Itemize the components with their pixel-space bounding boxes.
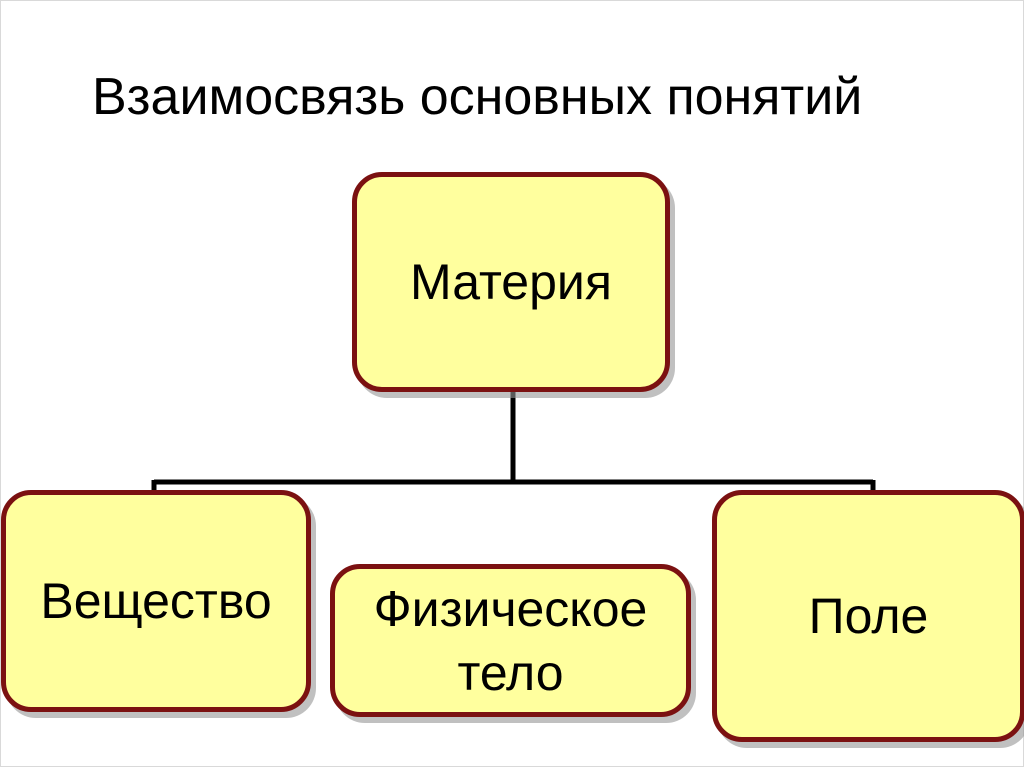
slide-title: Взаимосвязь основных понятий	[92, 68, 863, 126]
node-materia: Материя	[352, 172, 670, 392]
node-fizicheskoe-telo-label: Физическое тело	[374, 577, 648, 705]
node-pole: Поле	[712, 490, 1024, 742]
node-veshchestvo-label: Вещество	[40, 573, 272, 629]
node-fizicheskoe-telo-line-1: Физическое	[373, 580, 648, 637]
node-pole-label: Поле	[808, 588, 929, 644]
node-materia-label: Материя	[410, 254, 612, 310]
node-fizicheskoe-telo-line-2: тело	[457, 644, 564, 701]
node-fizicheskoe-telo: Физическое тело	[330, 564, 691, 717]
node-veshchestvo: Вещество	[1, 490, 311, 712]
